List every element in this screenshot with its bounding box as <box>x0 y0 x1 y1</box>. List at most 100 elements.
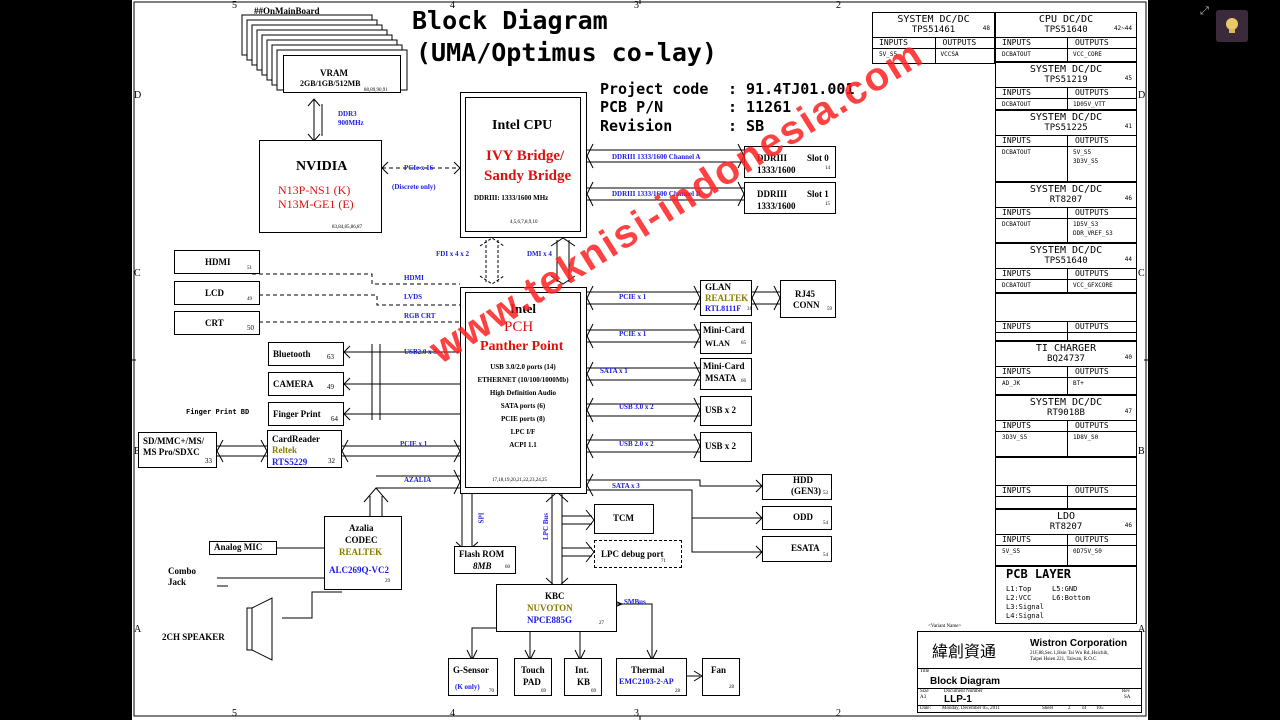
vram-sizes: 2GB/1GB/512MB <box>300 79 361 88</box>
glan-link <box>586 285 701 311</box>
inputs-header: INPUTS <box>1002 367 1031 376</box>
power-part: BQ24737 <box>1047 354 1085 364</box>
msata-page: 66 <box>741 379 746 384</box>
cardreader-link <box>341 439 461 463</box>
hdmi-link-label: HDMI <box>404 274 424 282</box>
lcd-label: LCD <box>205 288 225 298</box>
odd-box: ODD 54 <box>762 506 832 530</box>
cardreader-label: CardReader <box>272 434 320 444</box>
smbus-label: SMBus <box>624 598 646 606</box>
cardreader-link-label: PCIE x 1 <box>400 440 428 448</box>
flash-rom-box: Flash ROM 8MB 60 <box>454 546 516 574</box>
pcb-layer-3: L3:Signal <box>1006 603 1044 611</box>
rj45-page: 59 <box>827 307 832 312</box>
smbus-link <box>611 599 658 662</box>
camera-box: CAMERA 49 <box>268 372 344 396</box>
power-output: VCC_CORE <box>1073 51 1102 58</box>
outputs-header: OUTPUTS <box>1075 208 1109 217</box>
msata-link-label: SATA x 1 <box>600 367 628 375</box>
inputs-header: INPUTS <box>1002 208 1031 217</box>
esata-page: 54 <box>823 553 828 558</box>
lightbulb-icon[interactable] <box>1216 10 1248 42</box>
glan-label: GLAN <box>705 282 732 292</box>
pcb-layer-box: PCB LAYER L1:Top L2:VCC L3:Signal L4:Sig… <box>995 566 1137 624</box>
inputs-header: INPUTS <box>1002 269 1031 278</box>
power-input: DCBATOUT <box>1002 149 1031 156</box>
rj45-box: RJ45 CONN 59 <box>780 280 836 318</box>
grid-row-d-right: D <box>1138 90 1146 101</box>
azalia-link-label: AZALIA <box>404 476 432 484</box>
outputs-header: OUTPUTS <box>1075 535 1109 544</box>
sheet-total: 105 <box>1096 706 1104 711</box>
sd-label-1: SD/MMC+/MS/ <box>143 436 205 446</box>
power-title: TI CHARGER <box>1035 343 1097 354</box>
power-input: 3D3V_S5 <box>1002 434 1028 441</box>
power-input: DCBATOUT <box>1002 221 1031 228</box>
rgb-crt-link-label: RGB CRT <box>404 312 436 320</box>
internal-kb-label-1: Int. <box>575 665 589 675</box>
pch-feature-audio: High Definition Audio <box>489 389 557 397</box>
power-input: 5V_S5 <box>1002 548 1021 555</box>
usb3-box: USB x 2 <box>700 396 752 426</box>
slot0-page: 14 <box>825 166 830 171</box>
grid-row-c-right: C <box>1138 268 1145 279</box>
power-title: SYSTEM DC/DC <box>1029 245 1103 256</box>
company-name: Wistron Corporation <box>1030 638 1128 649</box>
sheet-of: of <box>1082 706 1087 711</box>
inputs-header: INPUTS <box>1002 38 1031 47</box>
project-code-value: : 91.4TJ01.001 <box>728 80 855 98</box>
nvidia-part-1: N13P-NS1 (K) <box>278 183 351 197</box>
pcb-pn-value: : 11261 <box>728 98 792 116</box>
pcb-layer-2: L2:VCC <box>1006 594 1032 602</box>
grid-col-5-bottom: 5 <box>232 708 237 719</box>
grid-col-5: 5 <box>232 0 237 11</box>
power-page: 44 <box>1124 256 1132 263</box>
internal-kb-box: Int. KB 69 <box>564 658 602 696</box>
codec-label-2: CODEC <box>345 535 378 545</box>
rj45-label: RJ45 <box>795 289 815 299</box>
msata-minicard-label: Mini-Card <box>703 361 745 371</box>
crt-label: CRT <box>205 318 224 328</box>
ddr-slot-0: DDRIII 1333/1600 Slot 0 14 <box>744 146 836 178</box>
inputs-header: INPUTS <box>879 38 908 47</box>
power-output: VCC_GFXCORE <box>1073 282 1113 289</box>
size-field-value: A3 <box>920 695 927 700</box>
fullscreen-toggle-icon[interactable]: ⤢ <box>1200 4 1209 17</box>
nvidia-pages: 83,84,85,86,87 <box>332 225 362 230</box>
power-page: 42~44 <box>1113 25 1132 32</box>
power-part: TPS51225 <box>1044 123 1088 133</box>
crt-box: CRT 50 <box>174 311 260 335</box>
audio-codec-box: Azalia CODEC REALTEK ALC269Q-VC2 29 <box>324 516 402 590</box>
size-field-label: Size <box>920 689 929 694</box>
inputs-header: INPUTS <box>1002 421 1031 430</box>
odd-label: ODD <box>793 512 813 522</box>
vram-pages: 88,89,90,91 <box>364 88 388 93</box>
touchpad-label-2: PAD <box>523 677 541 687</box>
cpu-pages: 4,5,6,7,8,9,10 <box>510 220 538 225</box>
codec-page: 29 <box>385 579 390 584</box>
pch-feature-pcie: PCIE ports (8) <box>501 415 545 423</box>
lcd-box: LCD 49 <box>174 281 260 305</box>
wlan-link <box>586 323 701 349</box>
diagram-subtitle: (UMA/Optimus co-lay) <box>416 38 718 67</box>
usb2-link <box>586 433 701 459</box>
finger-print-bd-label: Finger Print BD <box>186 408 250 416</box>
odd-page: 54 <box>823 521 828 526</box>
pcb-layer-1: L1:Top <box>1006 585 1032 593</box>
finger-print-label: Finger Print <box>273 409 321 419</box>
grid-col-4: 4 <box>450 0 455 11</box>
rj45-conn: CONN <box>793 300 820 310</box>
power-title: SYSTEM DC/DC <box>1029 112 1103 123</box>
codec-label-1: Azalia <box>349 523 374 533</box>
pcb-pn-label: PCB P/N <box>600 98 664 116</box>
glan-page: 31 <box>747 307 752 312</box>
cardreader-vendor: Reltek <box>272 445 297 455</box>
msata-label: MSATA <box>705 373 737 383</box>
power-part: RT8207 <box>1049 195 1083 205</box>
pch-codename: Panther Point <box>480 339 564 354</box>
fdi-label: FDI x 4 x 2 <box>436 250 470 258</box>
speaker-label: 2CH SPEAKER <box>162 632 225 642</box>
